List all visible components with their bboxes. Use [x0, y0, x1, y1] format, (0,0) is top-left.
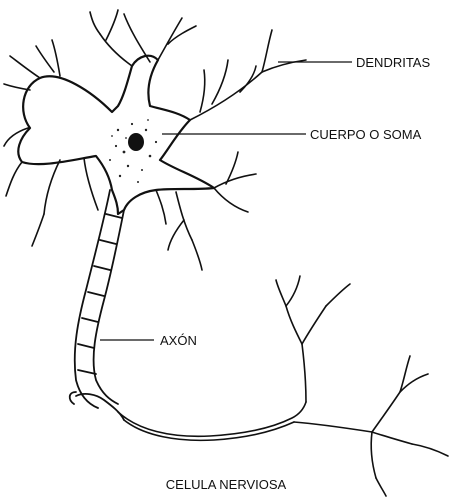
diagram-caption: CELULA NERVIOSA — [166, 477, 287, 492]
dendrites-branches — [4, 10, 306, 270]
axon-myelin — [70, 190, 124, 420]
neuron-illustration — [4, 10, 448, 496]
label-dendrites: DENDRITAS — [356, 55, 430, 70]
nucleus — [128, 133, 144, 151]
cytoplasm-granules — [109, 119, 157, 183]
label-soma: CUERPO O SOMA — [310, 127, 422, 142]
axon-terminals — [118, 276, 448, 496]
label-axon: AXÓN — [160, 333, 197, 348]
